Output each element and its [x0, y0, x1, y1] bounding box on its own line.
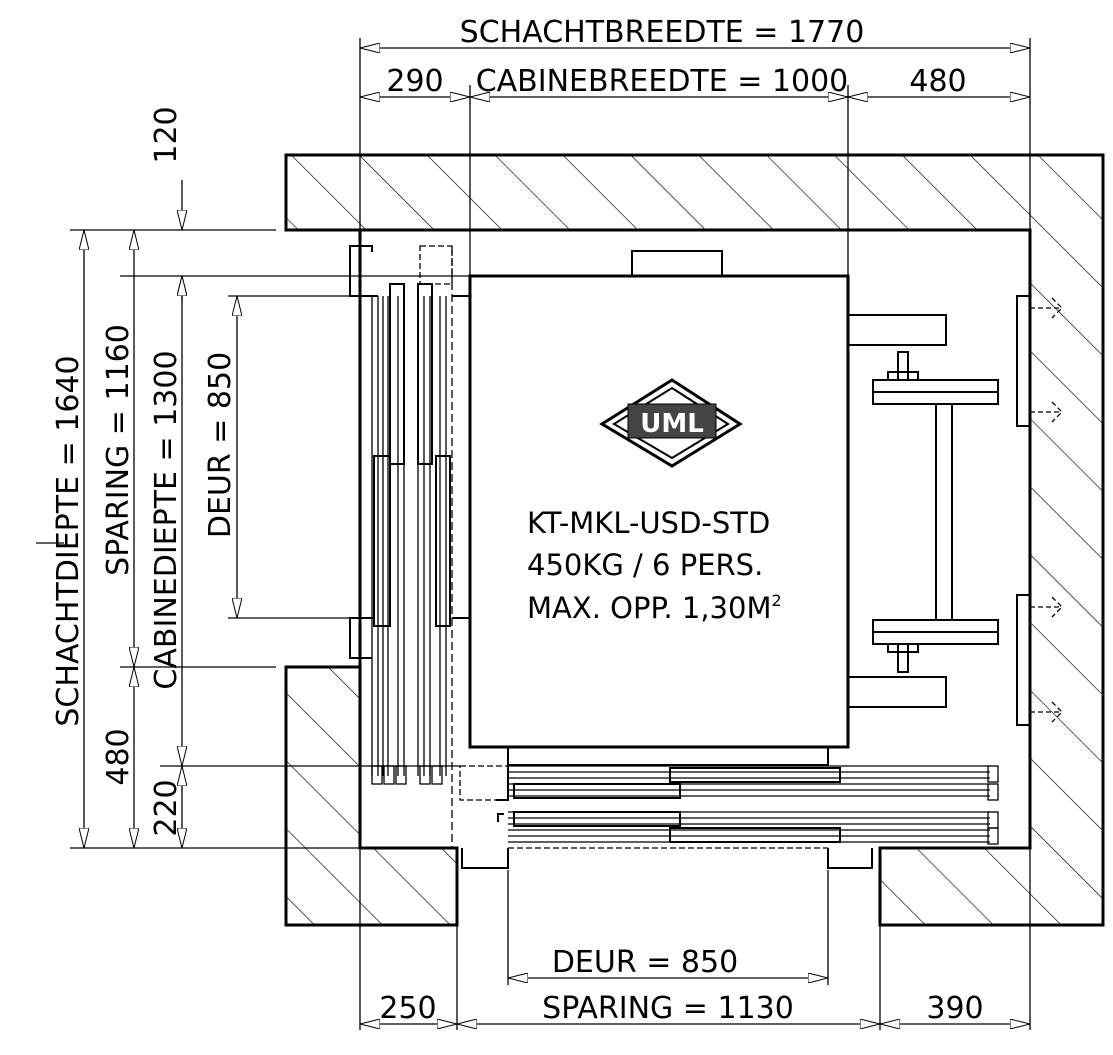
dim-lower-left: 480 — [101, 728, 136, 785]
front-door-frame-left — [461, 848, 509, 869]
guide-rail — [847, 295, 1063, 726]
uml-logo: UML — [599, 378, 743, 468]
dim-left-offset: 290 — [386, 64, 443, 99]
dim-opening-front: SPARING = 1130 — [542, 991, 794, 1026]
side-door-leaf-3 — [373, 455, 391, 627]
cabin-model: KT-MKL-USD-STD — [527, 506, 770, 540]
shaft-walls — [284, 153, 1105, 927]
bracket-lower — [872, 619, 999, 645]
cabin-top-block — [631, 250, 723, 277]
front-door-leaf-1 — [669, 767, 841, 783]
guide-shoe-bottom — [847, 676, 947, 708]
side-door-panels — [349, 245, 470, 848]
front-door-panels — [459, 765, 999, 869]
dim-cabin-width: CABINEBREEDTE = 1000 — [476, 64, 849, 99]
front-door-leaf-4 — [669, 827, 841, 843]
dim-door-side: DEUR = 850 — [203, 352, 238, 538]
guide-shoe-top — [847, 314, 947, 346]
dim-opening-side: SPARING = 1160 — [101, 324, 136, 576]
bracket-upper — [872, 379, 999, 405]
dim-cabin-depth: CABINEDIEPTE = 1300 — [149, 350, 184, 689]
rail-web — [935, 403, 953, 621]
front-door-dashed — [459, 765, 509, 801]
side-door-frame-bottom — [349, 617, 374, 659]
wall-plate-upper — [1016, 295, 1031, 427]
dim-top-gap: 120 — [149, 106, 184, 163]
bracket-lower-stem — [897, 643, 909, 673]
cabin-area: MAX. OPP. 1,30M2 — [527, 591, 782, 625]
dim-wall-left: 250 — [379, 991, 436, 1026]
dim-wall-right: 390 — [926, 991, 983, 1026]
dim-bottom-gap: 220 — [149, 779, 184, 836]
dimension-lines — [84, 48, 1030, 1024]
dim-shaft-depth: SCHACHTDIEPTE = 1640 — [51, 355, 86, 726]
side-door-frame-top — [349, 245, 378, 297]
cabin — [468, 250, 850, 766]
cabin-sill — [507, 746, 829, 766]
logo-text: UML — [640, 409, 704, 439]
front-door-leaf-2 — [513, 783, 681, 799]
front-door-frame-right — [827, 848, 873, 869]
dim-shaft-width: SCHACHTBREEDTE = 1770 — [460, 15, 865, 50]
cabin-capacity: 450KG / 6 PERS. — [527, 548, 763, 582]
wall-plate-lower — [1016, 594, 1031, 726]
front-door-leaf-3 — [513, 811, 681, 827]
wall-top-right — [284, 153, 1105, 927]
bracket-upper-stem — [897, 351, 909, 381]
side-door-leaf-1 — [389, 283, 405, 465]
anchors — [1030, 297, 1063, 723]
side-door-leaf-2 — [417, 283, 433, 465]
side-door-leaf-4 — [435, 455, 451, 627]
side-door-top-dashed — [419, 245, 453, 285]
dim-right-offset: 480 — [909, 64, 966, 99]
dimension-labels: SCHACHTBREEDTE = 1770 290 CABINEBREEDTE … — [51, 15, 984, 1026]
dim-door-front: DEUR = 850 — [552, 945, 738, 980]
